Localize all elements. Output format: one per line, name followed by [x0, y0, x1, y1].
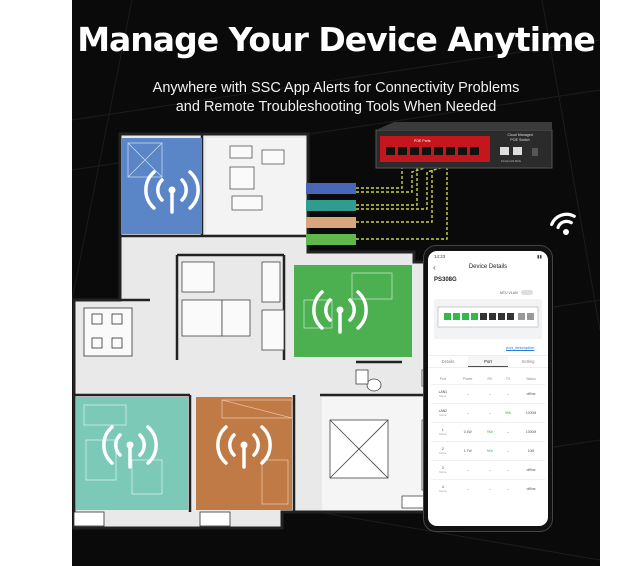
- tab-details[interactable]: Details: [441, 359, 455, 364]
- port-power: 1.7W: [454, 441, 481, 461]
- port-alias: None: [439, 394, 447, 398]
- status-bar: 14:23 ▮▮: [428, 251, 548, 260]
- port-tx: --: [498, 479, 518, 498]
- subheadline-line-1: Anywhere with SSC App Alerts for Connect…: [152, 80, 520, 96]
- subheadline-line-2: and Remote Troubleshooting Tools When Ne…: [175, 99, 497, 115]
- tab-setting[interactable]: Setting: [521, 359, 535, 364]
- wifi-icon-blue: [144, 170, 200, 214]
- port-description-link[interactable]: port_description: [506, 345, 535, 350]
- wifi-icon-green: [312, 290, 368, 334]
- port-alias: None: [439, 451, 447, 455]
- switch-brand-label: Cloud Managed: [507, 133, 532, 137]
- app-screen: 14:23 ▮▮ ‹ Device Details PS308G MTU VLA…: [428, 251, 548, 526]
- product-banner: Manage Your Device Anytime Anywhere with…: [72, 0, 600, 566]
- port-power: --: [454, 460, 481, 480]
- mtu-vlan-row: MTU VLAN: [500, 290, 533, 295]
- port-tx: --: [498, 460, 518, 480]
- port-name: 2: [441, 447, 444, 451]
- mtu-vlan-label: MTU VLAN: [500, 290, 518, 295]
- port-power: --: [454, 403, 481, 423]
- port-tx: --: [498, 384, 518, 404]
- back-chevron-icon[interactable]: ‹: [433, 262, 436, 272]
- poe-switch: POE Ports Cloud Managed POE Switch 1G Up…: [375, 122, 553, 169]
- headline: Manage Your Device Anytime: [77, 20, 596, 59]
- port-rx: --: [480, 384, 499, 404]
- wifi-icon-teal: [102, 425, 158, 469]
- port-name: LAN1: [438, 390, 448, 394]
- port-status: offline: [517, 479, 545, 498]
- port-rx: --: [480, 479, 499, 498]
- col-tx: TX: [505, 376, 511, 381]
- port-status: offline: [517, 384, 545, 404]
- port-status: 10M: [517, 441, 545, 461]
- dining-set: [83, 307, 133, 357]
- tab-port[interactable]: Port: [468, 356, 508, 367]
- subheadline: Anywhere with SSC App Alerts for Connect…: [72, 79, 600, 117]
- port-rx: 9Kb: [480, 441, 499, 461]
- col-port: Port: [439, 376, 446, 381]
- port-tx: --: [498, 422, 518, 442]
- col-rx: RX: [487, 376, 493, 381]
- port-rx: --: [480, 460, 499, 480]
- screen-title: Device Details: [468, 264, 508, 270]
- wifi-icon-brown: [216, 425, 272, 469]
- port-name: 4: [441, 485, 444, 489]
- port-power: 0.4W: [454, 422, 481, 442]
- smartphone: 14:23 ▮▮ ‹ Device Details PS308G MTU VLA…: [424, 246, 552, 531]
- switch-poe-label: POE Ports: [414, 139, 431, 143]
- app-nav-bar: ‹ Device Details: [428, 260, 548, 274]
- port-rx: 9Kb: [480, 422, 499, 442]
- port-alias: None: [439, 489, 447, 493]
- port-alias: None: [439, 413, 447, 417]
- port-name: LAN2: [438, 409, 448, 413]
- battery-icon: ▮▮: [537, 254, 542, 259]
- port-alias: None: [439, 470, 447, 474]
- port-tx: 9Kb: [498, 403, 518, 423]
- floor-plan: [72, 132, 478, 530]
- device-model: PS308G: [434, 277, 457, 283]
- port-status: 1000M: [517, 422, 545, 442]
- switch-uplink-label: 1G Up Link Ports: [501, 159, 521, 163]
- port-status: offline: [517, 460, 545, 480]
- tab-bar: Details Port Setting: [428, 355, 548, 368]
- mtu-vlan-toggle[interactable]: [520, 290, 533, 295]
- port-power: --: [454, 479, 481, 498]
- port-rx: --: [480, 403, 499, 423]
- wifi-signal-icon: [550, 212, 576, 235]
- port-status: 1000M: [517, 403, 545, 423]
- port-alias: None: [439, 432, 447, 436]
- port-power: --: [454, 384, 481, 404]
- port-name: 3: [441, 466, 444, 470]
- status-time: 14:23: [434, 254, 446, 259]
- port-name: 1: [441, 428, 444, 432]
- port-tx: --: [498, 441, 518, 461]
- switch-product-label: POE Switch: [510, 138, 529, 142]
- col-status: Status: [526, 376, 536, 381]
- device-port-image: [434, 299, 542, 339]
- col-power: Power: [462, 376, 473, 381]
